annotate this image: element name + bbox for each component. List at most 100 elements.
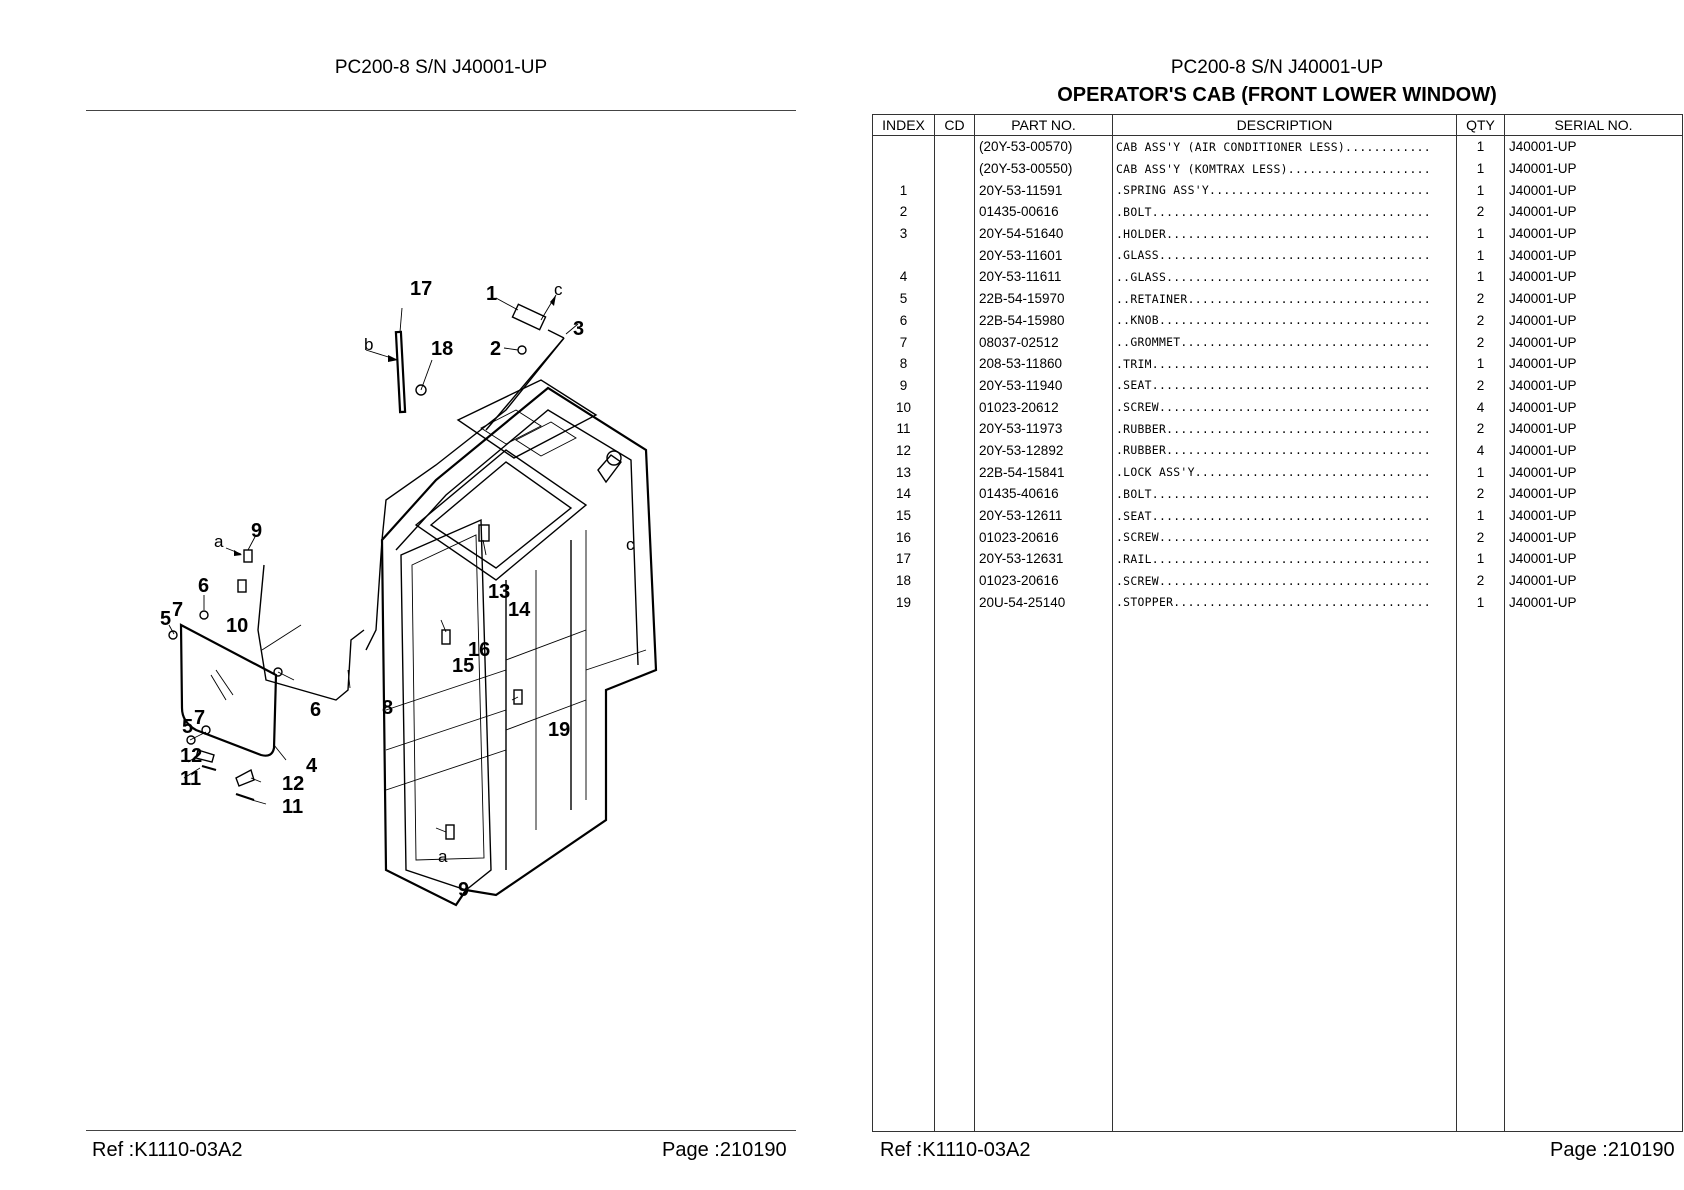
cell-description: .SPRING ASS'Y...........................… — [1112, 179, 1457, 202]
label-b: b — [364, 335, 373, 354]
cell-qty: 2 — [1456, 201, 1505, 223]
cell-cd — [934, 417, 975, 440]
cell-qty: 2 — [1456, 569, 1505, 592]
callout-18: 18 — [431, 338, 453, 360]
cell-part-no: 01023-20616 — [974, 569, 1113, 592]
cell-qty: 4 — [1456, 439, 1505, 462]
callout-16: 16 — [468, 639, 490, 661]
cell-qty: 2 — [1456, 483, 1505, 505]
cell-part-no: 20Y-53-11591 — [974, 179, 1113, 202]
leader-lines — [168, 534, 519, 833]
cell-cd — [934, 222, 975, 245]
callout-11b: 11 — [282, 796, 303, 818]
cell-serial-no: J40001-UP — [1504, 331, 1683, 353]
callout-4: 4 — [306, 755, 318, 777]
callout-2: 2 — [490, 338, 501, 360]
cell-cd — [934, 201, 975, 223]
callout-7a: 7 — [172, 599, 183, 621]
label-c2: c — [626, 535, 635, 554]
cell-serial-no: J40001-UP — [1504, 526, 1683, 549]
callout-3: 3 — [573, 318, 584, 340]
cell-part-no: 22B-54-15970 — [974, 287, 1113, 310]
right-footer-page: Page :210190 — [1550, 1139, 1675, 1161]
cell-serial-no: J40001-UP — [1504, 352, 1683, 375]
cell-qty: 2 — [1456, 287, 1505, 310]
empty-cell — [872, 613, 935, 1133]
cell-index: 14 — [872, 483, 935, 505]
cell-part-no: 20Y-53-11973 — [974, 417, 1113, 440]
cell-description: .GLASS..................................… — [1112, 244, 1457, 267]
cell-qty: 1 — [1456, 244, 1505, 267]
cab-frame — [380, 379, 658, 907]
cell-index: 15 — [872, 504, 935, 527]
cell-qty: 2 — [1456, 309, 1505, 332]
cell-description: .BOLT...................................… — [1112, 483, 1457, 505]
cell-cd — [934, 157, 975, 180]
cell-index: 5 — [872, 287, 935, 310]
cell-cd — [934, 591, 975, 614]
cell-qty: 2 — [1456, 331, 1505, 353]
cell-part-no: 22B-54-15841 — [974, 461, 1113, 483]
header-serial-no: SERIAL NO. — [1504, 114, 1683, 136]
left-footer-page: Page :210190 — [662, 1139, 787, 1161]
table-row: 20Y-53-11601.GLASS......................… — [872, 244, 1683, 267]
cell-description: CAB ASS'Y (AIR CONDITIONER LESS)........… — [1112, 135, 1457, 158]
cell-description: .RUBBER.................................… — [1112, 417, 1457, 440]
cell-description: .TRIM...................................… — [1112, 352, 1457, 375]
cell-part-no: 01023-20616 — [974, 526, 1113, 549]
cell-description: .SCREW..................................… — [1112, 396, 1457, 418]
cell-qty: 1 — [1456, 222, 1505, 245]
cell-part-no: 08037-02512 — [974, 331, 1113, 353]
cell-index: 12 — [872, 439, 935, 462]
cell-cd — [934, 135, 975, 158]
cell-serial-no: J40001-UP — [1504, 135, 1683, 158]
right-footer-ref: Ref :K1110-03A2 — [880, 1139, 1031, 1161]
cell-index: 10 — [872, 396, 935, 418]
cell-cd — [934, 483, 975, 505]
label-c: c — [554, 280, 563, 299]
cell-cd — [934, 439, 975, 462]
cell-index: 9 — [872, 374, 935, 397]
cell-cd — [934, 396, 975, 418]
callout-15: 15 — [452, 655, 474, 677]
cell-qty: 4 — [1456, 396, 1505, 418]
cell-part-no: (20Y-53-00550) — [974, 157, 1113, 180]
cell-description: .SEAT...................................… — [1112, 504, 1457, 527]
cell-serial-no: J40001-UP — [1504, 266, 1683, 288]
header-part-no: PART NO. — [974, 114, 1113, 136]
table-row: (20Y-53-00550)CAB ASS'Y (KOMTRAX LESS)..… — [872, 157, 1683, 180]
cell-description: ..GROMMET...............................… — [1112, 331, 1457, 353]
callout-19: 19 — [548, 719, 570, 741]
callout-6b: 6 — [310, 699, 321, 721]
table-row: (20Y-53-00570)CAB ASS'Y (AIR CONDITIONER… — [872, 135, 1683, 158]
section-title: OPERATOR'S CAB (FRONT LOWER WINDOW) — [1057, 84, 1497, 106]
left-footer-divider — [86, 1130, 796, 1131]
table-header-row: INDEX CD PART NO. DESCRIPTION QTY SERIAL… — [872, 114, 1683, 136]
callout-17: 17 — [410, 278, 432, 300]
label-a2: a — [438, 847, 448, 866]
cell-part-no: 20Y-53-11601 — [974, 244, 1113, 267]
cell-serial-no: J40001-UP — [1504, 179, 1683, 202]
cell-serial-no: J40001-UP — [1504, 548, 1683, 570]
cell-index — [872, 135, 935, 158]
cell-cd — [934, 352, 975, 375]
cell-qty: 1 — [1456, 157, 1505, 180]
callout-9b: 9 — [458, 879, 469, 901]
callout-5b: 5 — [182, 716, 193, 738]
empty-cell — [1456, 613, 1505, 1133]
left-header-divider — [86, 110, 796, 111]
cell-qty: 1 — [1456, 352, 1505, 375]
cell-serial-no: J40001-UP — [1504, 244, 1683, 267]
cell-qty: 1 — [1456, 461, 1505, 483]
cell-qty: 1 — [1456, 266, 1505, 288]
